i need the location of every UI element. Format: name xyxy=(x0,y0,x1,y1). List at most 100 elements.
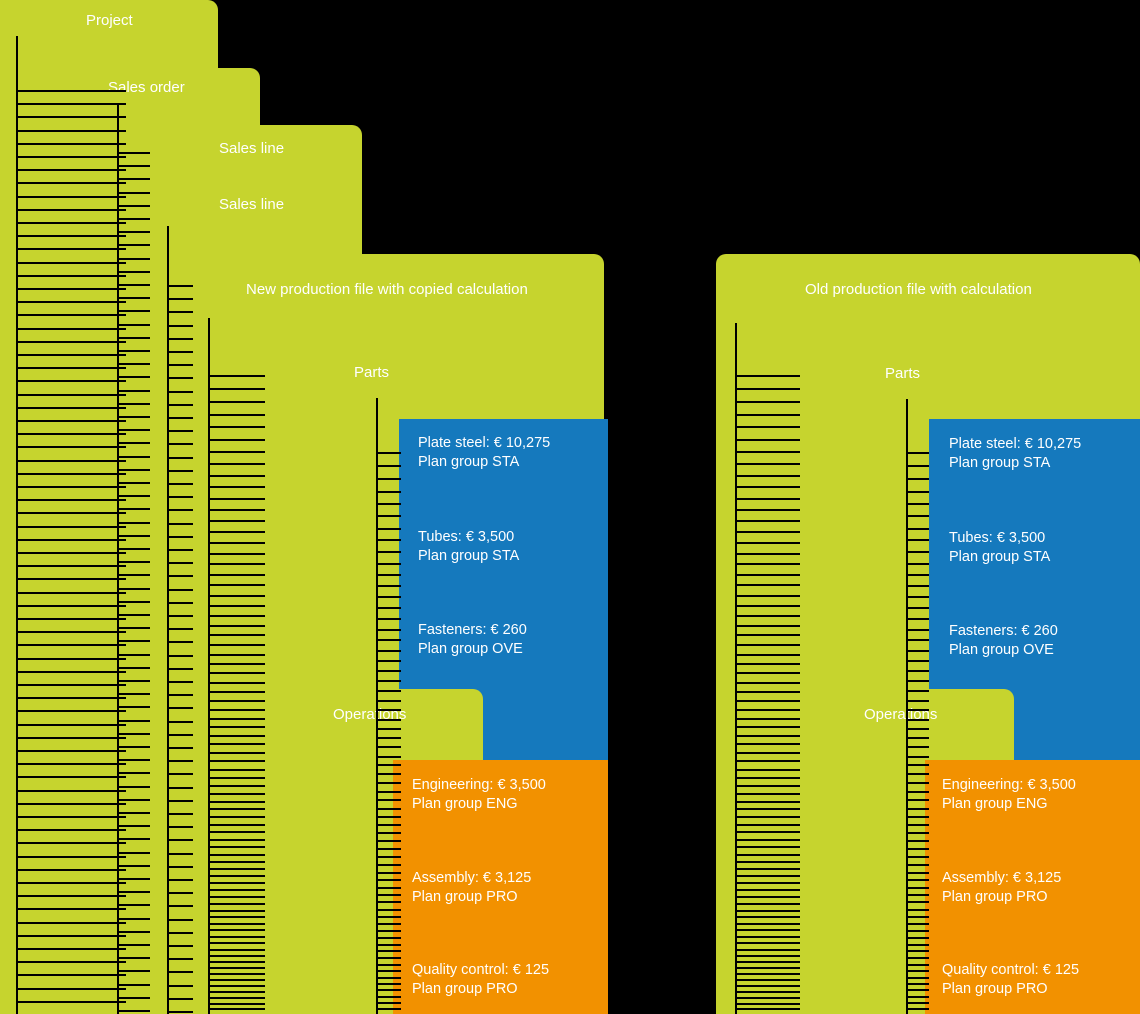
connector-tick xyxy=(16,592,126,594)
connector-tick xyxy=(376,773,401,775)
connector-tick xyxy=(906,901,929,903)
connector-tick xyxy=(208,663,265,665)
part-entry-2-old-line1: Tubes: € 3,500 xyxy=(949,530,1046,546)
connector-tick xyxy=(16,605,126,607)
connector-tick xyxy=(117,416,150,418)
connector-tick xyxy=(735,709,800,711)
connector-tick xyxy=(906,670,929,672)
connector-tick xyxy=(117,733,150,735)
connector-tick xyxy=(208,375,265,377)
connector-tick xyxy=(117,271,150,273)
connector-tick xyxy=(906,551,929,553)
connector-tick xyxy=(376,848,401,850)
operation-entry-2-new: Assembly: € 3,125 Plan group PRO xyxy=(412,869,531,907)
operation-entry-2-new-line2: Plan group PRO xyxy=(412,889,518,905)
connector-tick xyxy=(117,970,150,972)
connector-tick xyxy=(376,650,401,652)
connector-tick xyxy=(16,908,126,910)
connector-tick xyxy=(208,882,265,884)
part-entry-2-old: Tubes: € 3,500 Plan group STA xyxy=(949,529,1050,567)
connector-tick xyxy=(735,979,800,981)
connector-tick xyxy=(208,985,265,987)
connector-tick xyxy=(906,856,929,858)
connector-tick xyxy=(208,553,265,555)
connector-tick xyxy=(376,894,401,896)
connector-tick xyxy=(906,503,929,505)
card-parts-old-title: Parts xyxy=(885,365,921,382)
connector-tick xyxy=(906,989,929,991)
connector-tick xyxy=(117,654,150,656)
connector-tick xyxy=(208,875,265,877)
connector-tick xyxy=(376,737,401,739)
connector-tick xyxy=(735,726,800,728)
connector-tick xyxy=(735,824,800,826)
connector-tick xyxy=(735,903,800,905)
connector-tick xyxy=(735,1008,800,1010)
connector-tick xyxy=(735,672,800,674)
connector-tick xyxy=(906,465,929,467)
connector-tick xyxy=(167,430,193,432)
connector-tick xyxy=(208,700,265,702)
connector-tick xyxy=(117,297,150,299)
connector-tick xyxy=(16,182,126,184)
connector-tick xyxy=(167,826,193,828)
card-operations-old-list[interactable] xyxy=(925,760,1140,1014)
connector-tick xyxy=(735,509,800,511)
connector-tick xyxy=(208,997,265,999)
connector-tick xyxy=(117,403,150,405)
connector-tick xyxy=(208,426,265,428)
connector-tick xyxy=(16,684,126,686)
connector-tick xyxy=(376,764,401,766)
connector-tick xyxy=(376,629,401,631)
connector-tick xyxy=(906,660,929,662)
connector-tick xyxy=(208,916,265,918)
connector-tick xyxy=(16,407,126,409)
connector-tick xyxy=(906,629,929,631)
card-sales-line-1-title: Sales line xyxy=(219,140,285,157)
connector-tick xyxy=(16,539,126,541)
connector-tick xyxy=(376,864,401,866)
connector-tick xyxy=(167,905,193,907)
connector-tick xyxy=(376,957,401,959)
connector-tick xyxy=(117,944,150,946)
connector-tick xyxy=(735,388,800,390)
connector-tick xyxy=(117,838,150,840)
connector-tick xyxy=(167,813,193,815)
connector-tick xyxy=(906,894,929,896)
connector-tick xyxy=(208,949,265,951)
connector-tick xyxy=(376,901,401,903)
connector-tick xyxy=(16,288,126,290)
connector-tick xyxy=(208,563,265,565)
connector-tick xyxy=(167,443,193,445)
connector-tick xyxy=(16,222,126,224)
connector-tick xyxy=(16,314,126,316)
connector-tick xyxy=(376,909,401,911)
connector-tick xyxy=(906,983,929,985)
connector-tick xyxy=(906,808,929,810)
connector-tick xyxy=(117,363,150,365)
connector-tick xyxy=(735,942,800,944)
connector-tick xyxy=(735,463,800,465)
connector-tick xyxy=(735,584,800,586)
connector-tick xyxy=(167,707,193,709)
connector-tick xyxy=(16,156,126,158)
part-entry-3-old-line1: Fasteners: € 260 xyxy=(949,623,1058,639)
connector-tick xyxy=(906,950,929,952)
connector-tick xyxy=(167,919,193,921)
connector-tick xyxy=(117,984,150,986)
connector-tick xyxy=(735,520,800,522)
connector-tick xyxy=(735,595,800,597)
connector-tick xyxy=(117,337,150,339)
connector-tick xyxy=(735,910,800,912)
connector-tick xyxy=(16,552,126,554)
connector-tick xyxy=(376,551,401,553)
connector-tick xyxy=(906,923,929,925)
card-operations-new-list[interactable] xyxy=(393,760,608,1014)
connector-tick xyxy=(208,839,265,841)
connector-tick xyxy=(735,923,800,925)
part-entry-2-new: Tubes: € 3,500 Plan group STA xyxy=(418,528,519,566)
connector-tick xyxy=(376,996,401,998)
connector-tick xyxy=(735,769,800,771)
connector-tick xyxy=(117,878,150,880)
operation-entry-3-new: Quality control: € 125 Plan group PRO xyxy=(412,961,549,999)
